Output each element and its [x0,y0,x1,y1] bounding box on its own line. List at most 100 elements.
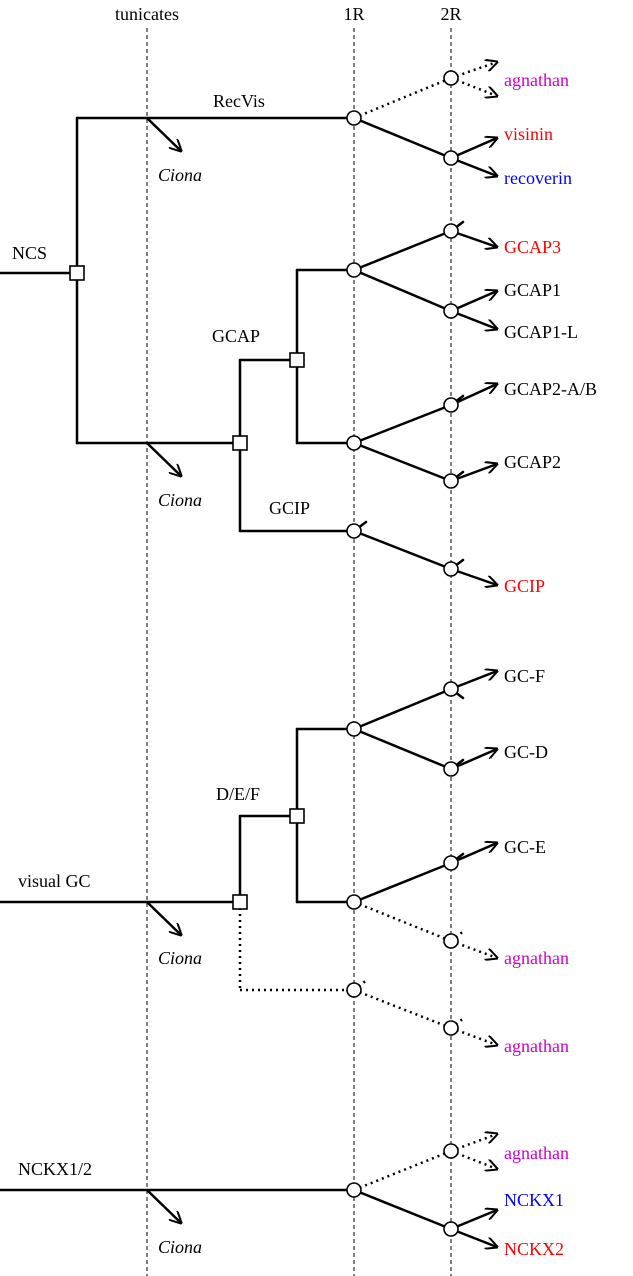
duplication-node [443,303,459,319]
leaf-arrow [450,843,497,865]
branch [352,727,453,771]
duplication-node [443,855,459,871]
gcip-label: GCIP [269,498,310,518]
branch [352,229,453,272]
visual-gc-root-label: visual GC [18,871,91,891]
leaf-label: GCAP2 [504,452,561,472]
ciona-label: Ciona [158,490,202,510]
ciona-arrow [146,117,181,151]
leaf-arrow [450,156,497,176]
leaf-arrow [450,384,497,407]
visual-gc-tree: visual GC D/E/F Ciona [0,671,497,1045]
leaf-arrow [450,464,497,483]
nckx-tree: NCKX1/2 Ciona [0,1134,497,1257]
ciona-label: Ciona [158,165,202,185]
branch [352,529,453,571]
leaf-label: NCKX1 [504,1190,564,1210]
recvis-label: RecVis [213,91,265,111]
duplication-node [443,1221,459,1237]
speciation-node [289,808,305,824]
branch [352,1188,453,1231]
gcap-label: GCAP [212,326,260,346]
leaf-label: GC-D [504,742,548,762]
branch [352,403,453,445]
duplication-node [443,223,459,239]
branch [352,687,453,731]
leaf-label: agnathan [504,1143,569,1163]
duplication-node [346,435,362,451]
leaf-label: GCAP2-A/B [504,379,597,399]
leaf-label: agnathan [504,70,569,90]
nckx-root-label: NCKX1/2 [18,1159,92,1179]
duplication-node [346,721,362,737]
dotted-branch [353,988,452,1030]
dotted-arrow [450,1149,497,1169]
dotted-branch [353,900,452,943]
leaf-label: agnathan [504,1036,569,1056]
branch [352,861,453,904]
leaf-arrow [450,138,497,160]
reference-lines [146,28,452,1276]
leaf-arrow [450,1210,497,1231]
def-label: D/E/F [216,784,260,804]
leaf-arrow [450,291,497,313]
header-1r: 1R [343,4,364,24]
ciona-label: Ciona [158,948,202,968]
leaf-label: GCAP1-L [504,322,578,342]
ciona-arrow [146,901,181,935]
duplication-node [443,473,459,489]
leaf-arrow [450,567,497,585]
leaf-arrow [450,1227,497,1247]
duplication-node [443,761,459,777]
leaf-label: NCKX2 [504,1239,564,1259]
leaf-arrow [450,749,497,771]
ncs-tree: NCS RecVis GCAP GCIP Ciona Ciona [0,62,497,585]
duplication-node [346,1182,362,1198]
dotted-arrow [450,76,497,96]
ciona-arrow [146,442,181,476]
leaf-label: recoverin [504,168,572,188]
dotted-branch [353,1149,452,1192]
dotted-arrow [450,1026,497,1045]
leaf-label: GC-E [504,837,546,857]
duplication-node [443,561,459,577]
leaf-label: visinin [504,124,553,144]
branch [352,116,453,160]
branch [352,441,453,483]
speciation-node [69,265,85,281]
duplication-node [346,262,362,278]
header-tunicates: tunicates [115,4,179,24]
duplication-node [443,70,459,86]
dotted-arrow [450,62,497,80]
dotted-branch [353,76,452,120]
header-2r: 2R [440,4,461,24]
leaf-label: GC-F [504,666,545,686]
ncs-root-label: NCS [12,243,47,263]
dotted-arrow [450,939,497,958]
leaf-label: GCAP3 [504,237,561,257]
speciation-node [232,894,248,910]
ciona-arrow [146,1189,181,1223]
leaf-arrow [450,229,497,247]
leaf-labels: agnathan visinin recoverin GCAP3 GCAP1 G… [504,70,597,1259]
leaf-arrow [450,309,497,329]
duplication-node [443,681,459,697]
duplication-node [443,397,459,413]
ciona-label: Ciona [158,1237,202,1257]
leaf-arrow [450,671,497,691]
leaf-label: agnathan [504,948,569,968]
branch [352,268,453,313]
duplication-node [443,1020,459,1036]
duplication-node [443,1143,459,1159]
dotted-arrow [450,1134,497,1153]
duplication-node [346,894,362,910]
duplication-node [346,110,362,126]
duplication-node [346,523,362,539]
speciation-node [289,352,305,368]
leaf-label: GCAP1 [504,280,561,300]
duplication-node [346,982,362,998]
leaf-label: GCIP [504,576,545,596]
duplication-node [443,933,459,949]
duplication-node [443,150,459,166]
